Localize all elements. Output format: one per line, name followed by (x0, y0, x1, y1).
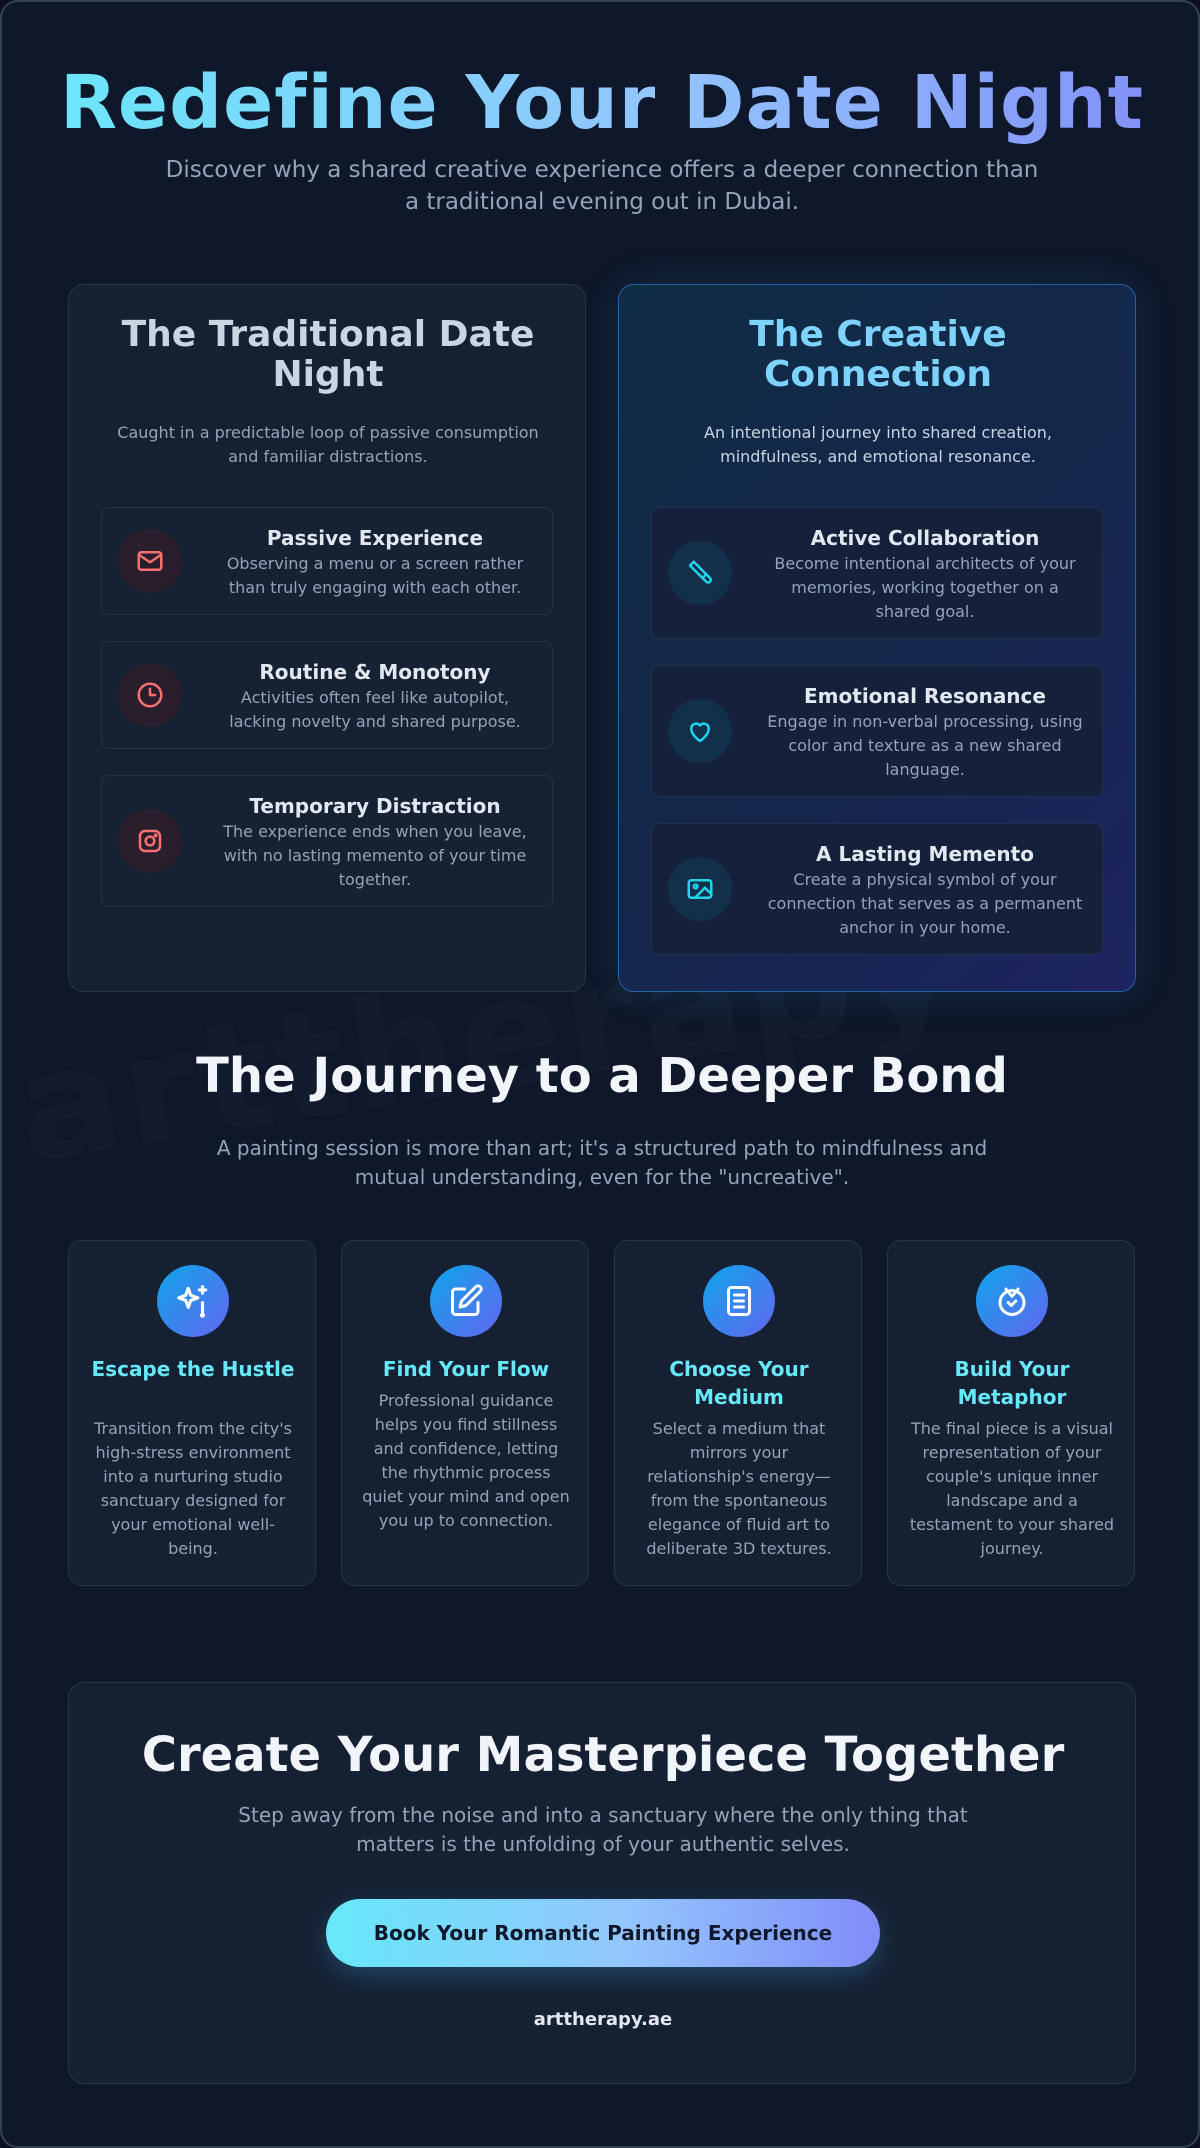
feature-temporary-distraction: Temporary Distraction The experience end… (101, 775, 553, 907)
step-title: Build Your Metaphor (954, 1357, 1070, 1409)
feature-description: The experience ends when you leave, with… (223, 822, 527, 889)
feature-description: Create a physical symbol of your connect… (767, 870, 1083, 937)
step-card-escape-the-hustle: Escape the Hustle Transition from the ci… (68, 1240, 316, 1586)
feature-passive-experience: Passive Experience Observing a menu or a… (101, 507, 553, 615)
step-card-build-your-metaphor: Build Your Metaphor The final piece is a… (887, 1240, 1135, 1586)
traditional-description: Caught in a predictable loop of passive … (117, 423, 539, 466)
feature-description: Become intentional architects of your me… (774, 554, 1076, 621)
step-card-find-your-flow: Find Your Flow Professional guidance hel… (341, 1240, 589, 1586)
step-card-choose-your-medium: Choose Your Medium Select a medium that … (614, 1240, 862, 1586)
feature-emotional-resonance: Emotional Resonance Engage in non-verbal… (651, 665, 1103, 797)
step-title: Choose Your Medium (669, 1357, 809, 1409)
heart-icon (668, 699, 732, 763)
feature-description: Observing a menu or a screen rather than… (226, 554, 524, 597)
step-description: Professional guidance helps you find sti… (362, 1391, 570, 1530)
feature-title: Passive Experience (266, 526, 484, 550)
step-title: Find Your Flow (382, 1357, 550, 1381)
site-link[interactable]: arttherapy.ae (533, 2009, 673, 2030)
instagram-icon (118, 809, 182, 873)
paintbrush-icon (668, 541, 732, 605)
feature-title: Emotional Resonance (804, 684, 1046, 708)
feature-routine-monotony: Routine & Monotony Activities often feel… (101, 641, 553, 749)
feature-description: Activities often feel like autopilot, la… (229, 688, 521, 731)
step-description: The final piece is a visual representati… (909, 1419, 1115, 1558)
step-description: Transition from the city's high-stress e… (94, 1419, 292, 1558)
traditional-date-card: The Traditional Date Night Caught in a p… (68, 284, 586, 992)
page-subtitle: Discover why a shared creative experienc… (165, 157, 1039, 215)
feature-title: Active Collaboration (810, 526, 1040, 550)
pencil-square-icon (430, 1265, 502, 1337)
step-description: Select a medium that mirrors your relati… (646, 1419, 832, 1558)
creative-connection-card: The Creative Connection An intentional j… (618, 284, 1136, 992)
cta-subtitle: Step away from the noise and into a sanc… (238, 1803, 968, 1856)
journey-subtitle: A painting session is more than art; it'… (216, 1136, 988, 1189)
feature-title: Routine & Monotony (259, 660, 491, 684)
cta-card: Create Your Masterpiece Together Step aw… (68, 1682, 1136, 2084)
envelope-icon (118, 529, 182, 593)
clock-icon (118, 663, 182, 727)
badge-check-icon (976, 1265, 1048, 1337)
image-icon (668, 857, 732, 921)
traditional-title: The Traditional Date Night (121, 314, 535, 395)
cta-title: Create Your Masterpiece Together (141, 1727, 1065, 1783)
step-title: Escape the Hustle (91, 1357, 295, 1381)
feature-active-collaboration: Active Collaboration Become intentional … (651, 507, 1103, 639)
feature-description: Engage in non-verbal processing, using c… (767, 712, 1083, 779)
feature-title: A Lasting Memento (816, 842, 1034, 866)
journey-title: The Journey to a Deeper Bond (196, 1048, 1008, 1104)
sparkles-icon (157, 1265, 229, 1337)
creative-title: The Creative Connection (749, 314, 1007, 395)
page-title: Redefine Your Date Night (2, 60, 1198, 146)
book-experience-button[interactable]: Book Your Romantic Painting Experience (326, 1899, 880, 1967)
creative-description: An intentional journey into shared creat… (704, 423, 1052, 466)
feature-title: Temporary Distraction (249, 794, 501, 818)
feature-lasting-memento: A Lasting Memento Create a physical symb… (651, 823, 1103, 955)
document-icon (703, 1265, 775, 1337)
